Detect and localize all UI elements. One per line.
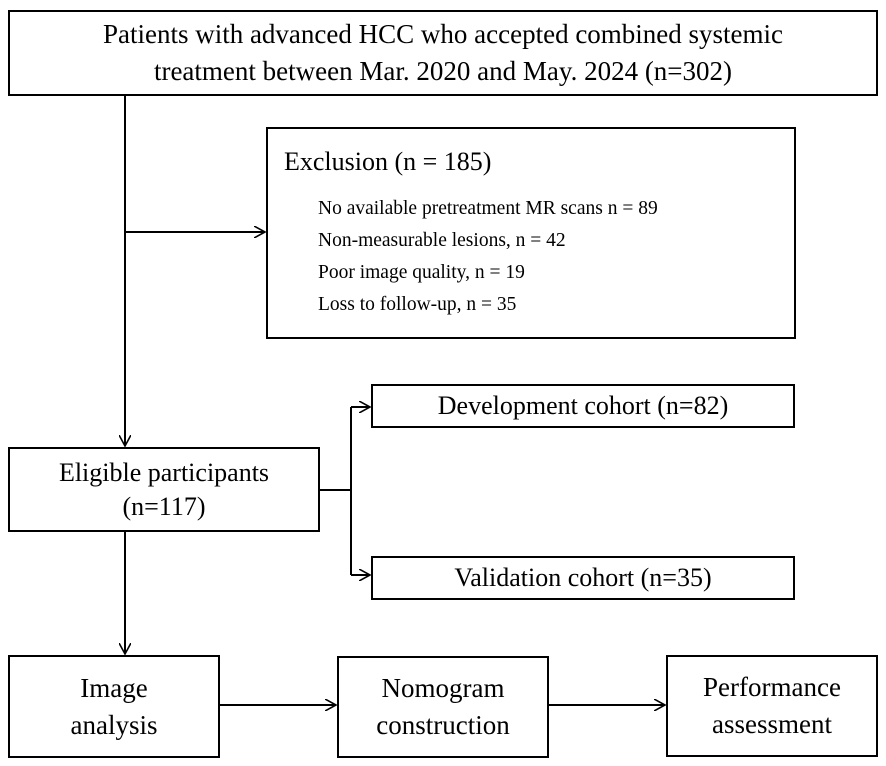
patients-line-1: Patients with advanced HCC who accepted …: [102, 19, 784, 49]
nomogram-box: Nomogram construction: [337, 656, 549, 758]
exclusion-title: Exclusion (n = 185): [284, 147, 492, 176]
validation-cohort-box: Validation cohort (n=35): [371, 556, 795, 600]
development-cohort-label: Development cohort (n=82): [437, 391, 729, 420]
eligible-line-1: Eligible participants: [58, 457, 270, 487]
development-cohort-box: Development cohort (n=82): [371, 384, 795, 428]
exclusion-list: No available pretreatment MR scans n = 8…: [318, 193, 658, 321]
exclusion-item: No available pretreatment MR scans n = 8…: [318, 198, 658, 219]
eligible-box: Eligible participants (n=117): [8, 447, 320, 532]
performance-line-2: assessment: [712, 709, 832, 739]
exclusion-item: Non-measurable lesions, n = 42: [318, 230, 566, 251]
patients-line-2: treatment between Mar. 2020 and May. 202…: [153, 56, 733, 86]
nomogram-line-1: Nomogram: [381, 673, 505, 703]
performance-box: Performance assessment: [666, 655, 878, 757]
image-analysis-line-2: analysis: [70, 709, 158, 740]
exclusion-box: Exclusion (n = 185) No available pretrea…: [266, 127, 796, 339]
exclusion-item: Poor image quality, n = 19: [318, 262, 525, 283]
image-analysis-line-1: Image: [80, 672, 148, 703]
exclusion-item: Loss to follow-up, n = 35: [318, 294, 517, 315]
nomogram-line-2: construction: [376, 710, 510, 740]
image-analysis-box: Image analysis: [8, 655, 220, 758]
validation-cohort-label: Validation cohort (n=35): [454, 563, 712, 592]
patients-box: Patients with advanced HCC who accepted …: [8, 10, 878, 96]
performance-line-1: Performance: [703, 672, 841, 702]
eligible-line-2: (n=117): [122, 491, 206, 521]
